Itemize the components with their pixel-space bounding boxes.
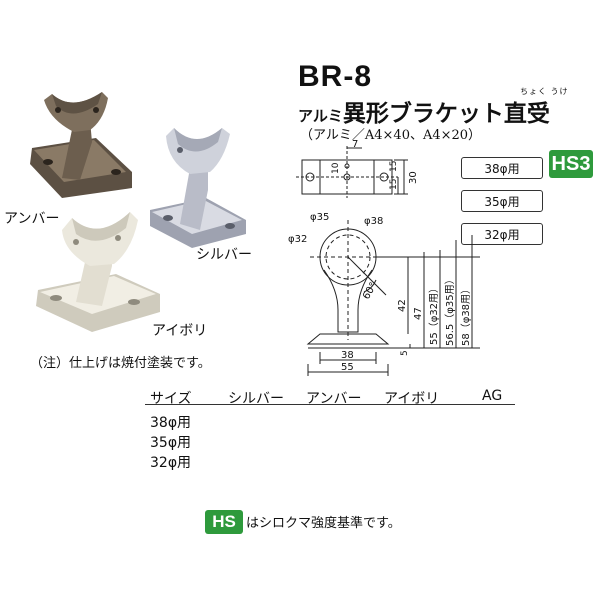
dim-phi32: φ32 (288, 234, 307, 245)
size-option-38: 38φ用 (461, 157, 543, 179)
silver-label: シルバー (196, 247, 252, 263)
table-divider (145, 404, 515, 405)
dim-phi35: φ35 (310, 212, 329, 223)
dim-58: 58（φ38用） (460, 284, 472, 346)
table-header-amber: アンバー (306, 391, 362, 407)
dim-30: 30 (408, 171, 419, 184)
silver-bracket-image (150, 128, 246, 248)
dim-55: 55（φ32用） (428, 283, 440, 345)
hs-footer-badge: HS (205, 510, 243, 534)
dim-5: 5 (400, 350, 410, 356)
dim-15b: 15 (389, 179, 399, 190)
table-header-ivory: アイボリ (384, 391, 440, 407)
amber-bracket-image (30, 92, 132, 198)
table-row-35: 35φ用 (150, 435, 192, 451)
table-header-silver: シルバー (228, 391, 284, 407)
dim-42: 42 (397, 299, 408, 312)
table-header-ag: AG (482, 388, 503, 404)
dim-47: 47 (413, 307, 424, 320)
dim-15a: 15 (389, 161, 399, 172)
model-number: BR-8 (298, 60, 373, 93)
hs-footer-text: はシロクマ強度基準です。 (246, 516, 401, 531)
ivory-bracket-image (36, 212, 160, 332)
dim-565: 56.5（φ35用） (444, 274, 456, 346)
technical-drawing: 7 10 15 15 30 φ35 φ38 φ32 60° 42 47 55（φ… (288, 140, 480, 376)
strength-badge: HS3 (549, 150, 593, 178)
dim-55w: 55 (341, 362, 354, 373)
table-row-38: 38φ用 (150, 415, 192, 431)
title-prefix: アルミ (298, 107, 343, 125)
title-furigana: ちょく うけ (520, 87, 569, 96)
product-photos (30, 92, 246, 332)
ivory-label: アイボリ (152, 323, 208, 339)
amber-label: アンバー (4, 211, 60, 227)
finish-note: （注）仕上げは焼付塗装です。 (30, 356, 211, 371)
product-title: アルミ異形ブラケット直受 (298, 94, 550, 128)
table-header-size: サイズ (150, 391, 192, 407)
title-main: 異形ブラケット直受 (342, 101, 550, 127)
size-option-35: 35φ用 (461, 190, 543, 212)
dim-10: 10 (331, 162, 341, 174)
dim-7: 7 (352, 140, 358, 150)
table-row-32: 32φ用 (150, 455, 192, 471)
size-option-32: 32φ用 (461, 223, 543, 245)
dim-38: 38 (341, 350, 354, 361)
dim-phi38: φ38 (364, 216, 383, 227)
material-spec: （アルミ／A4×40、A4×20） (300, 128, 482, 143)
